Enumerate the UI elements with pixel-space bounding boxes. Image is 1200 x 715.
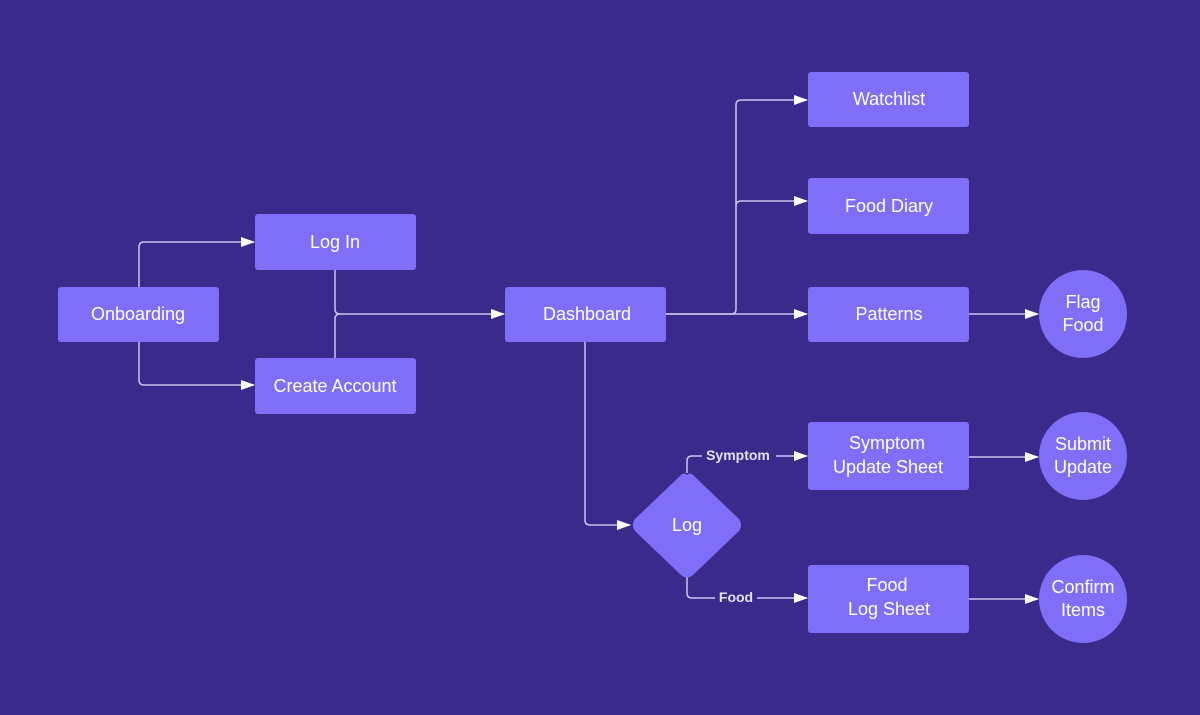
node-confirm-items-label-2: Items bbox=[1061, 600, 1105, 620]
node-onboarding-label: Onboarding bbox=[91, 304, 185, 324]
node-submit-update-label-2: Update bbox=[1054, 457, 1112, 477]
node-food-sheet-label-1: Food bbox=[866, 575, 907, 595]
node-dashboard-label: Dashboard bbox=[543, 304, 631, 324]
node-log-decision[interactable]: Log bbox=[633, 473, 741, 578]
node-flag-food[interactable]: Flag Food bbox=[1039, 270, 1127, 358]
node-watchlist[interactable]: Watchlist bbox=[808, 72, 969, 127]
edge-label-symptom: Symptom bbox=[706, 447, 770, 463]
node-confirm-items[interactable]: Confirm Items bbox=[1039, 555, 1127, 643]
node-login[interactable]: Log In bbox=[255, 214, 416, 270]
node-login-label: Log In bbox=[310, 232, 360, 252]
edge-label-food: Food bbox=[719, 589, 753, 605]
node-onboarding[interactable]: Onboarding bbox=[58, 287, 219, 342]
node-flag-food-label-1: Flag bbox=[1065, 292, 1100, 312]
edge-log-symptom bbox=[686, 451, 808, 473]
node-confirm-items-label-1: Confirm bbox=[1051, 577, 1114, 597]
node-flag-food-label-2: Food bbox=[1062, 315, 1103, 335]
node-submit-update-label-1: Submit bbox=[1055, 434, 1111, 454]
edge-log-food bbox=[686, 577, 808, 603]
node-dashboard[interactable]: Dashboard bbox=[505, 287, 666, 342]
edge-onboarding-login bbox=[138, 237, 255, 287]
edge-dashboard-food-diary bbox=[735, 196, 808, 207]
node-log-label: Log bbox=[672, 515, 702, 535]
node-food-diary[interactable]: Food Diary bbox=[808, 178, 969, 234]
node-create-account[interactable]: Create Account bbox=[255, 358, 416, 414]
node-food-log-sheet[interactable]: Food Log Sheet bbox=[808, 565, 969, 633]
edge-dashboard-watchlist bbox=[666, 95, 808, 315]
node-food-sheet-label-2: Log Sheet bbox=[848, 599, 930, 619]
node-create-account-label: Create Account bbox=[273, 376, 396, 396]
node-patterns-label: Patterns bbox=[855, 304, 922, 324]
node-food-diary-label: Food Diary bbox=[845, 196, 933, 216]
node-symptom-sheet-label-1: Symptom bbox=[849, 433, 925, 453]
node-submit-update[interactable]: Submit Update bbox=[1039, 412, 1127, 500]
node-symptom-update-sheet[interactable]: Symptom Update Sheet bbox=[808, 422, 969, 490]
edge-create-account-dashboard bbox=[334, 309, 505, 358]
node-patterns[interactable]: Patterns bbox=[808, 287, 969, 342]
node-symptom-sheet-label-2: Update Sheet bbox=[833, 457, 943, 477]
edge-dashboard-log bbox=[584, 342, 631, 530]
node-watchlist-label: Watchlist bbox=[853, 89, 925, 109]
edge-login-dashboard bbox=[334, 270, 341, 315]
edge-onboarding-create-account bbox=[138, 342, 255, 390]
